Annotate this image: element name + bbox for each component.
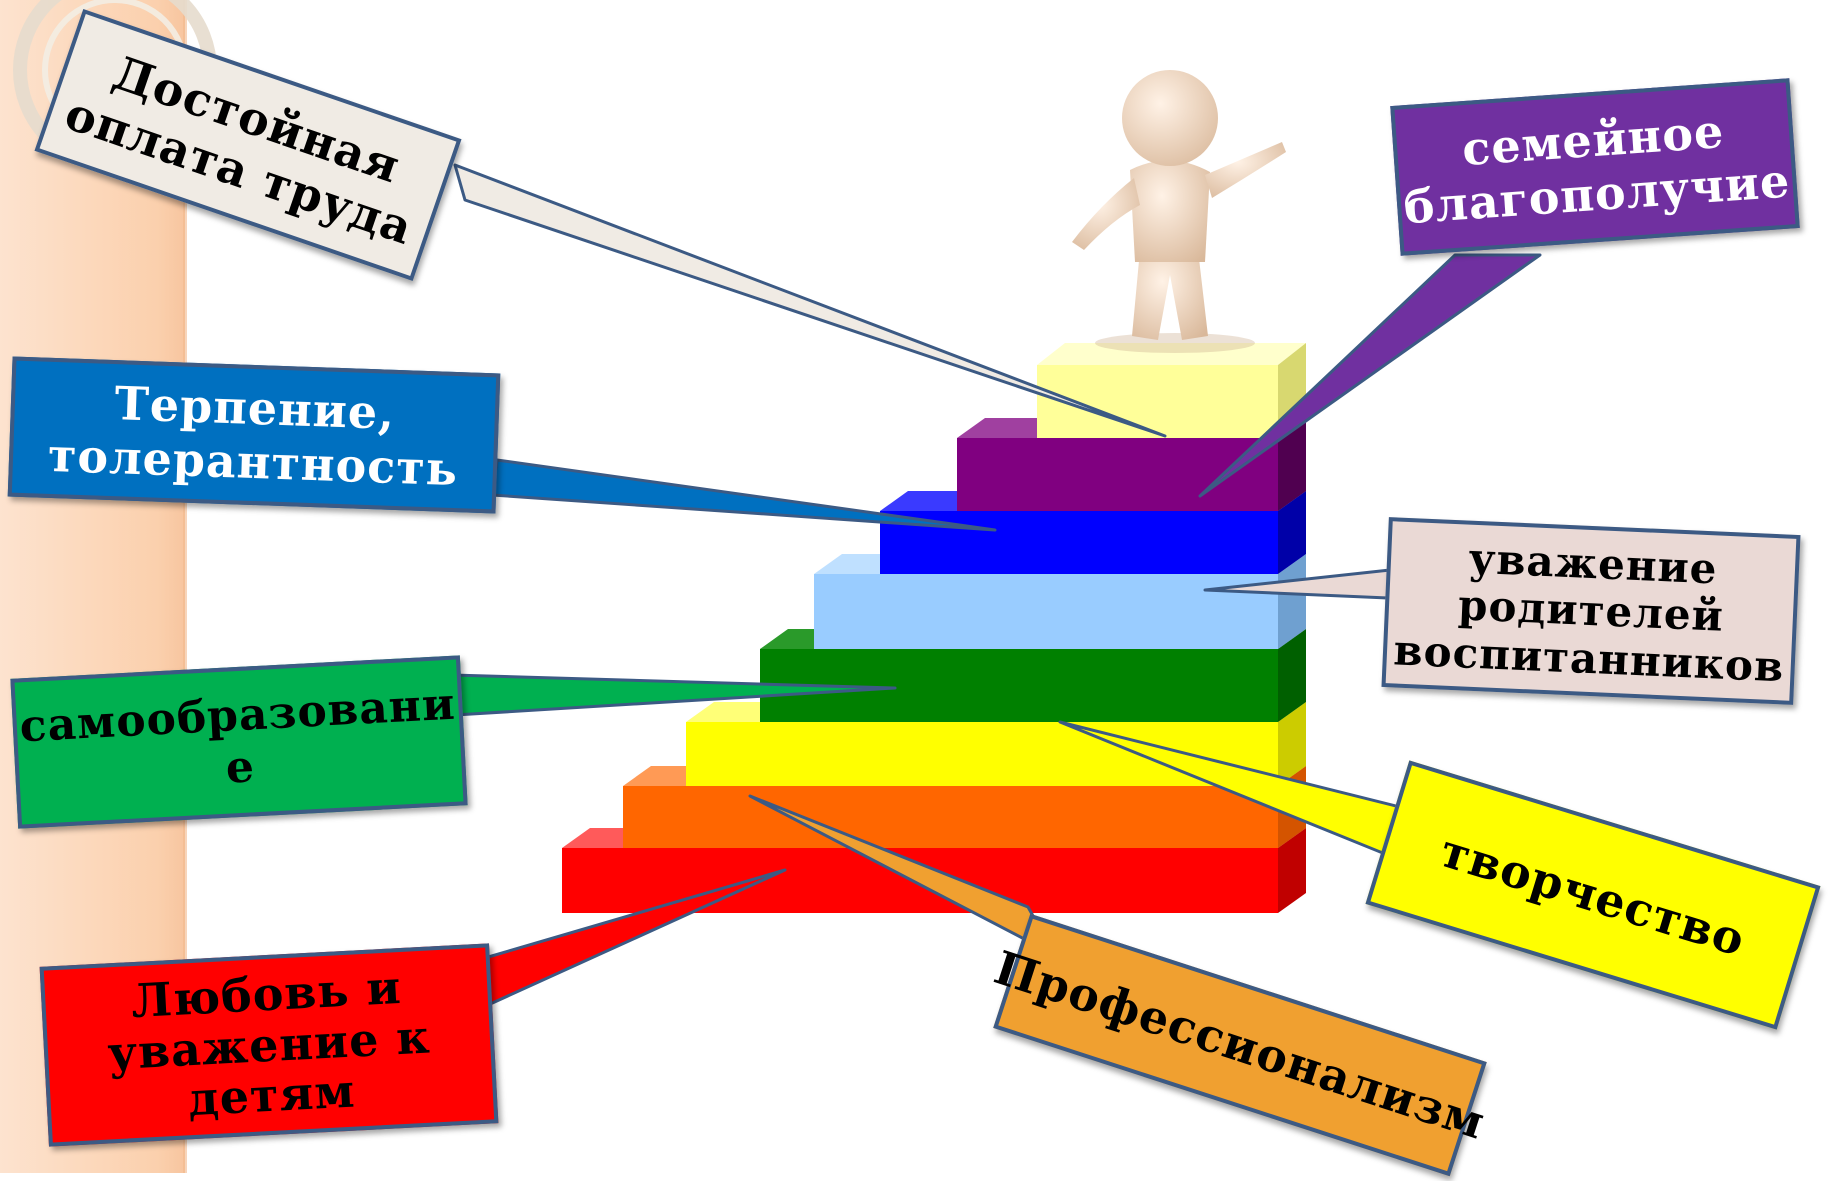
sidebar-edge [183,0,187,1173]
label-line: воспитанников [1392,624,1786,691]
label-selfedu: самообразовани е [10,655,468,829]
step-8-pale-yellow [1037,343,1306,438]
label-line: толерантность [47,427,459,497]
human-figure-icon [1072,70,1286,353]
pointer-family [1198,253,1542,498]
label-respect: уважение родителей воспитанников [1381,517,1801,705]
label-line: детям [186,1063,357,1127]
pointer-payment [453,163,1167,438]
label-line: е [224,741,257,794]
label-love: Любовь и уважение к детям [39,943,499,1147]
label-family: семейное благополучие [1390,78,1800,256]
label-patience: Терпение, толерантность [7,356,501,514]
label-line: Терпение, [113,375,397,440]
